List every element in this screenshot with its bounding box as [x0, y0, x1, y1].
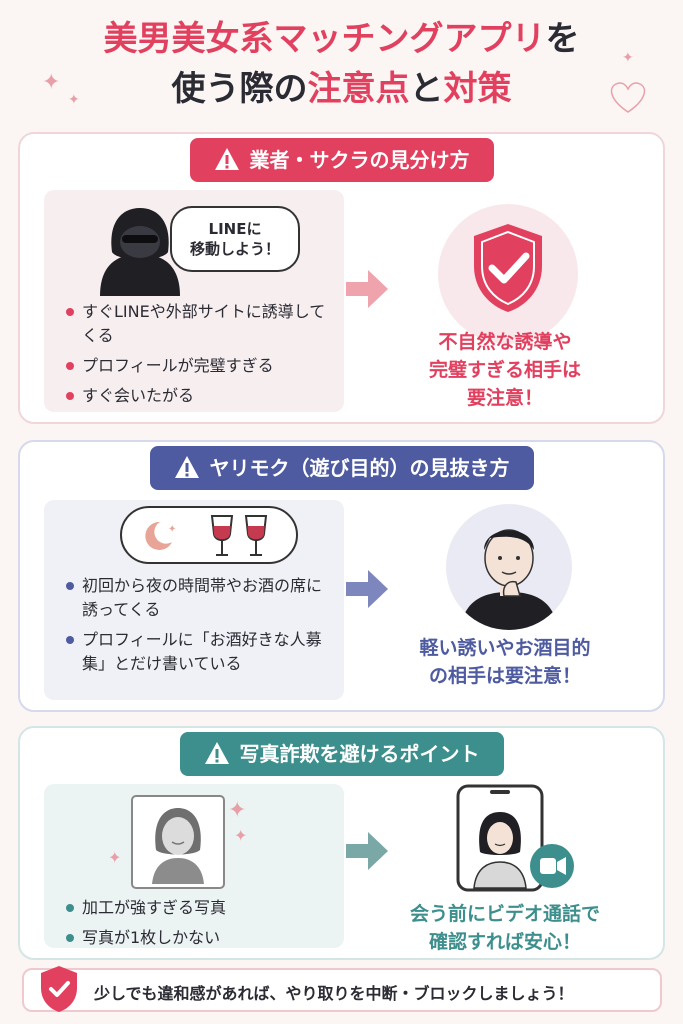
smartphone-video-call-icon: [456, 784, 574, 892]
warning-icon: [214, 148, 239, 170]
result-line: 軽い誘いやお酒目的: [419, 637, 591, 659]
woman-photo-icon: [131, 795, 225, 889]
section-banner: 写真詐欺を避けるポイント: [179, 732, 504, 776]
bubble-line1: LINEに: [208, 220, 262, 238]
result-line: 会う前にビデオ通話で: [409, 903, 600, 925]
speech-bubble: ✦: [120, 506, 298, 564]
section-yarimoku: ヤリモク（遊び目的）の見抜き方 ✦ 初回から夜の時間帯やお酒の席に誘ってくる プ…: [18, 440, 665, 712]
section-sakura: 業者・サクラの見分け方 LINEに 移動しよう！ すぐLINEや外部サイトに誘導…: [18, 132, 665, 424]
warning-list: 加工が強すぎる写真 写真が1枚しかない: [64, 896, 334, 956]
bubble-line2: 移動しよう！: [189, 240, 280, 258]
wine-glasses-icon: [210, 515, 268, 556]
page-title: 美男美女系マッチングアプリを 使う際の注意点と対策: [0, 14, 683, 114]
result-line: 完璧すぎる相手は: [428, 359, 581, 381]
list-item: 写真が1枚しかない: [64, 926, 334, 950]
result-text: 会う前にビデオ通話で 確認すれば安心！: [370, 900, 640, 956]
title-line2-mid: と: [409, 69, 444, 109]
list-item: すぐLINEや外部サイトに誘導してくる: [64, 300, 334, 348]
warning-icon: [174, 456, 199, 478]
banner-label: ヤリモク（遊び目的）の見抜き方: [209, 456, 510, 480]
sparkle-icon: ✦: [68, 92, 80, 108]
thinking-man-icon: [446, 504, 572, 630]
section-banner: 業者・サクラの見分け方: [189, 138, 494, 182]
arrow-right-icon: [346, 832, 388, 870]
footer-banner: 少しでも違和感があれば、やり取りを中断・ブロックしましょう！: [22, 966, 662, 1012]
hooded-person-icon: [100, 208, 180, 296]
speech-bubble: LINEに 移動しよう！: [170, 206, 300, 272]
arrow-right-icon: [346, 570, 388, 608]
svg-text:✦: ✦: [168, 524, 176, 535]
title-line1-tail: を: [545, 19, 580, 59]
title-line2-pre: 使う際の: [171, 69, 308, 109]
arrow-right-icon: [346, 270, 388, 308]
list-item: プロフィールが完璧すぎる: [64, 354, 334, 378]
heart-icon: [610, 82, 646, 113]
sparkle-icon: ✦: [234, 826, 248, 845]
result-line: 要注意！: [466, 387, 543, 409]
footer-text: 少しでも違和感があれば、やり取りを中断・ブロックしましょう！: [94, 984, 574, 1003]
sparkle-icon: ✦: [42, 70, 61, 95]
title-line2-pink2: 対策: [443, 69, 512, 109]
list-item: 加工が強すぎる写真: [64, 896, 334, 920]
result-text: 軽い誘いやお酒目的 の相手は要注意！: [380, 634, 630, 690]
list-item: プロフィールに「お酒好きな人募集」とだけ書いている: [64, 628, 334, 676]
list-item: 初回から夜の時間帯やお酒の席に誘ってくる: [64, 574, 334, 622]
result-line: の相手は要注意！: [428, 665, 581, 687]
shield-check-icon: [41, 966, 77, 1012]
title-line1-pink: 美男美女系マッチングアプリ: [103, 19, 546, 59]
result-line: 確認すれば安心！: [428, 931, 581, 953]
section-photo-fraud: 写真詐欺を避けるポイント ✦ ✦ ✦ 加工が強すぎる写真 写真が1枚しかない 会…: [18, 726, 665, 960]
sparkle-icon: ✦: [622, 50, 634, 66]
warning-list: 初回から夜の時間帯やお酒の席に誘ってくる プロフィールに「お酒好きな人募集」とだ…: [64, 574, 334, 682]
warning-icon: [204, 742, 229, 764]
sparkle-icon: ✦: [108, 848, 122, 867]
section-banner: ヤリモク（遊び目的）の見抜き方: [149, 446, 534, 490]
moon-icon: ✦: [145, 521, 176, 550]
result-line: 不自然な誘導や: [438, 331, 572, 353]
banner-label: 業者・サクラの見分け方: [249, 148, 470, 172]
shield-check-icon: [474, 224, 542, 312]
title-line2-pink: 注意点: [307, 69, 410, 109]
warning-list: すぐLINEや外部サイトに誘導してくる プロフィールが完璧すぎる すぐ会いたがる: [64, 300, 334, 414]
banner-label: 写真詐欺を避けるポイント: [239, 742, 480, 766]
sparkle-icon: ✦: [228, 798, 247, 823]
result-text: 不自然な誘導や 完璧すぎる相手は 要注意！: [380, 328, 630, 412]
list-item: すぐ会いたがる: [64, 384, 334, 408]
